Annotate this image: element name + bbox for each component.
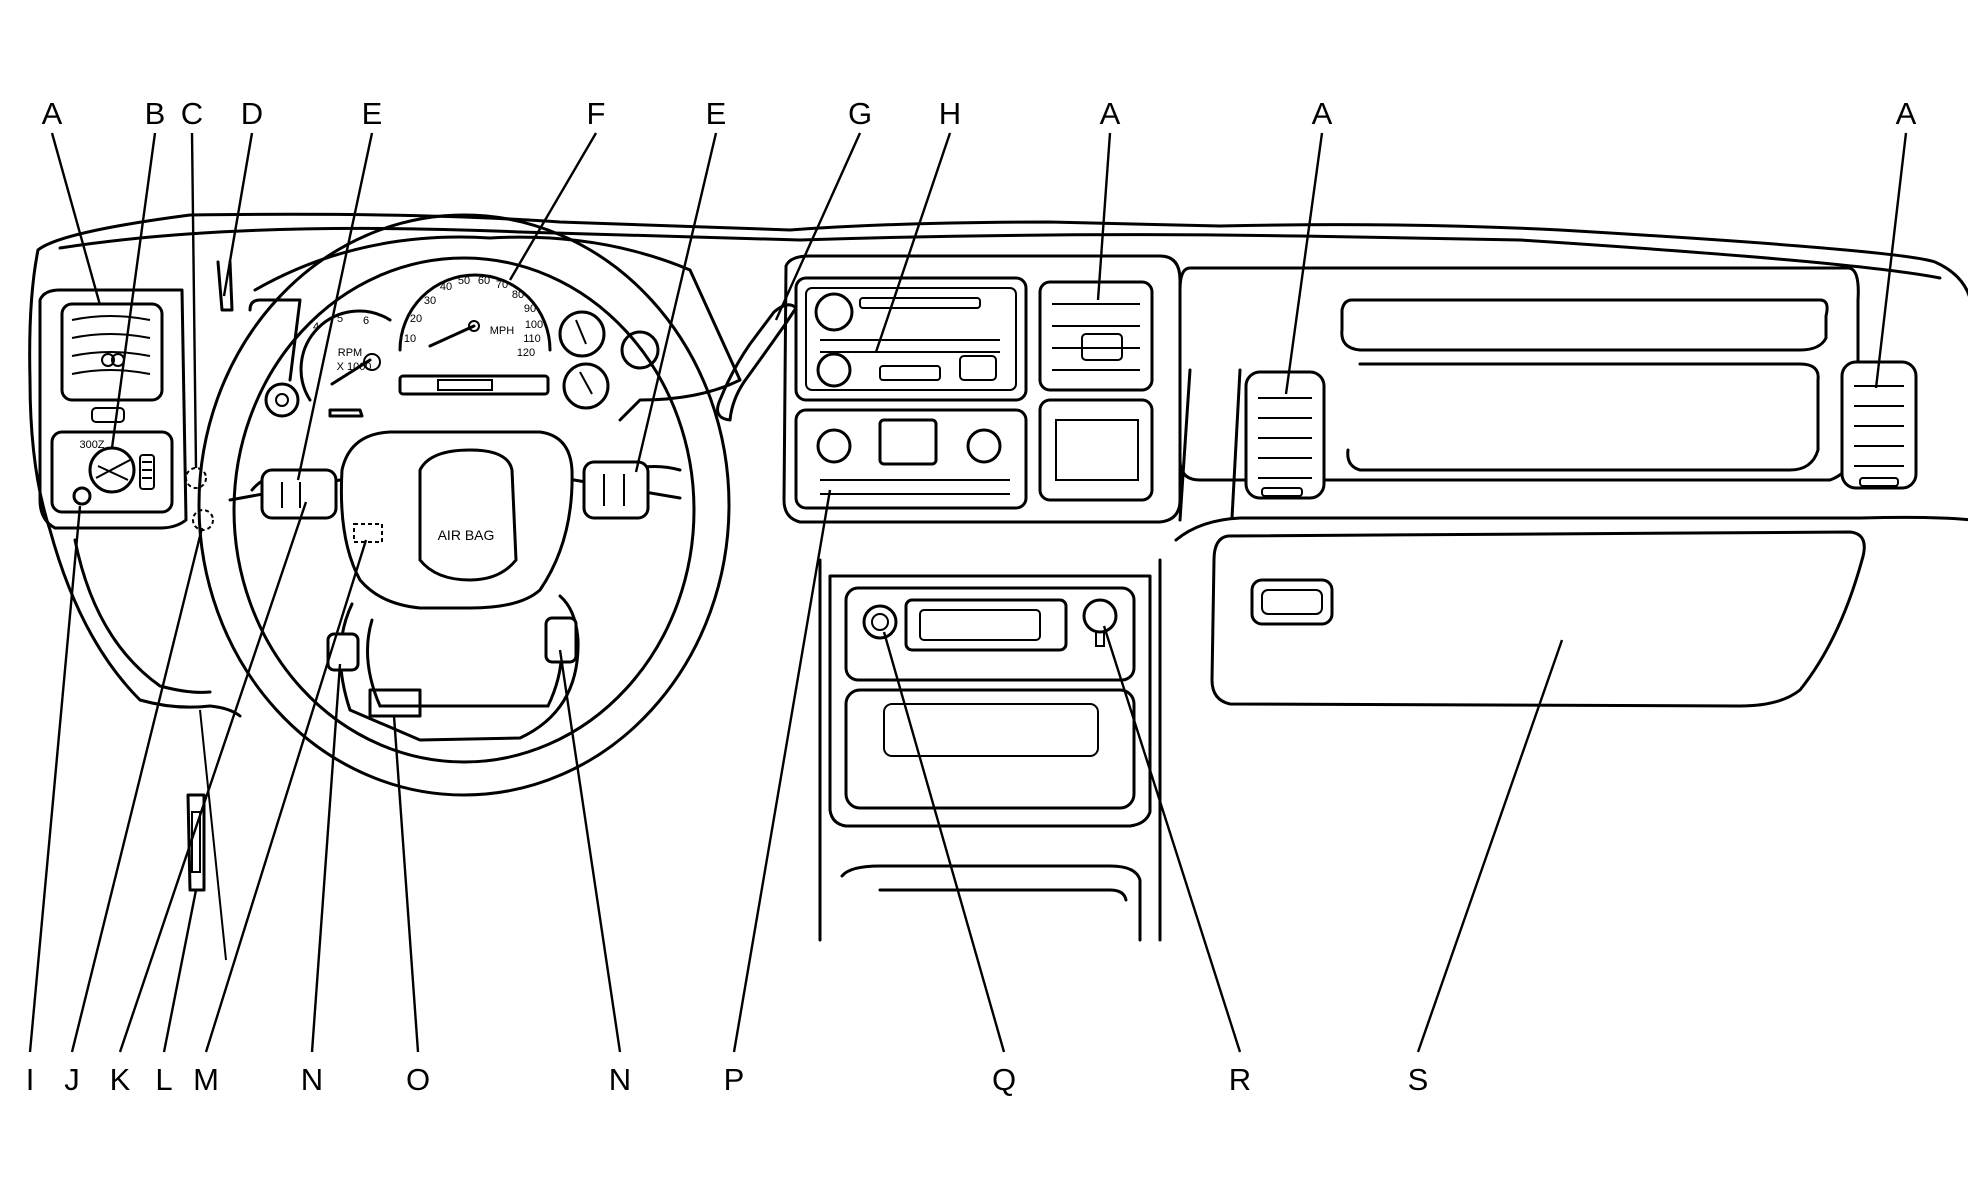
callout-bottom-s: S bbox=[1408, 1062, 1429, 1097]
odometer bbox=[398, 374, 550, 396]
callout-top-e: E bbox=[362, 96, 383, 131]
callout-bottom-j: J bbox=[64, 1062, 80, 1097]
svg-text:30: 30 bbox=[424, 295, 436, 307]
far-right-vent bbox=[1840, 360, 1918, 490]
svg-text:4: 4 bbox=[313, 321, 319, 333]
center-right-vent bbox=[1038, 280, 1154, 392]
svg-text:70: 70 bbox=[496, 279, 508, 291]
hood-release bbox=[186, 793, 206, 892]
svg-text:300Z: 300Z bbox=[79, 439, 104, 451]
callout-bottom-m: M bbox=[193, 1062, 219, 1097]
dash-lower-left-inner bbox=[73, 538, 212, 694]
left-trim-panel bbox=[38, 288, 188, 530]
svg-text:50: 50 bbox=[458, 275, 470, 287]
steering-hub bbox=[339, 430, 574, 610]
svg-text:5: 5 bbox=[337, 313, 343, 325]
callout-bottom-l: L bbox=[155, 1062, 172, 1097]
callout-bottom-r: R bbox=[1229, 1062, 1251, 1097]
horn-pad-marker bbox=[353, 523, 383, 543]
steering-wheel-rim bbox=[197, 213, 731, 797]
tachometer: 4 5 6 RPM X 1000 bbox=[299, 309, 392, 402]
svg-text:110: 110 bbox=[523, 333, 541, 345]
svg-text:80: 80 bbox=[512, 289, 524, 301]
callout-top-a: A bbox=[1100, 96, 1121, 131]
callout-top-h: H bbox=[939, 96, 961, 131]
callout-top-g: G bbox=[848, 96, 872, 131]
right-wheel-switch bbox=[582, 460, 650, 520]
callout-top-b: B bbox=[145, 96, 166, 131]
svg-text:120: 120 bbox=[517, 347, 535, 359]
dash-right-lower bbox=[1174, 515, 1968, 542]
ashtray-lighter bbox=[862, 604, 898, 640]
callout-bottom-i: I bbox=[26, 1062, 35, 1097]
callout-top-c: C bbox=[181, 96, 203, 131]
svg-text:6: 6 bbox=[363, 315, 369, 327]
bottom-callouts: I J K L M N O N P Q R S bbox=[26, 1062, 1429, 1097]
climate-control bbox=[794, 408, 1028, 510]
callout-top-a: A bbox=[1312, 96, 1333, 131]
glovebox-door bbox=[1210, 530, 1866, 708]
shift-lever bbox=[716, 303, 798, 422]
callout-bottom-o: O bbox=[406, 1062, 430, 1097]
callout-bottom-k: K bbox=[110, 1062, 131, 1097]
dashboard-drawing: 300Z 10 20 30 40 50 60 70 80 90 100 110 … bbox=[28, 212, 1968, 961]
callout-bottom-n: N bbox=[609, 1062, 631, 1097]
callout-top-e: E bbox=[706, 96, 727, 131]
callout-bottom-n: N bbox=[301, 1062, 323, 1097]
headlamp-switch-panel: 300Z bbox=[50, 430, 174, 514]
power-outlet bbox=[1082, 598, 1118, 634]
svg-text:RPM: RPM bbox=[338, 347, 362, 359]
dash-outline bbox=[36, 212, 1968, 298]
top-callouts: A B C D E F E G H A A A bbox=[42, 96, 1917, 131]
passenger-side-vent bbox=[1244, 370, 1326, 500]
leader-lines bbox=[28, 132, 1908, 1053]
speedometer: 10 20 30 40 50 60 70 80 90 100 110 120 M… bbox=[398, 273, 552, 359]
svg-text:AIR BAG: AIR BAG bbox=[438, 527, 495, 543]
callout-bottom-q: Q bbox=[992, 1062, 1016, 1097]
dash-lower-left bbox=[28, 248, 242, 718]
left-vent bbox=[60, 302, 164, 402]
glovebox-handle bbox=[1250, 578, 1334, 626]
svg-text:60: 60 bbox=[478, 275, 490, 287]
svg-text:MPH: MPH bbox=[490, 325, 515, 337]
callout-top-f: F bbox=[587, 96, 606, 131]
callout-bottom-p: P bbox=[724, 1062, 745, 1097]
svg-text:20: 20 bbox=[410, 313, 422, 325]
lower-console bbox=[828, 574, 1152, 828]
callout-top-a: A bbox=[42, 96, 63, 131]
svg-text:100: 100 bbox=[525, 319, 543, 331]
svg-text:90: 90 bbox=[524, 303, 536, 315]
svg-text:10: 10 bbox=[404, 333, 416, 345]
center-storage bbox=[1038, 398, 1154, 502]
dash-top-edge bbox=[58, 226, 1942, 280]
callout-top-a: A bbox=[1896, 96, 1917, 131]
callout-top-d: D bbox=[241, 96, 263, 131]
svg-text:40: 40 bbox=[440, 281, 452, 293]
